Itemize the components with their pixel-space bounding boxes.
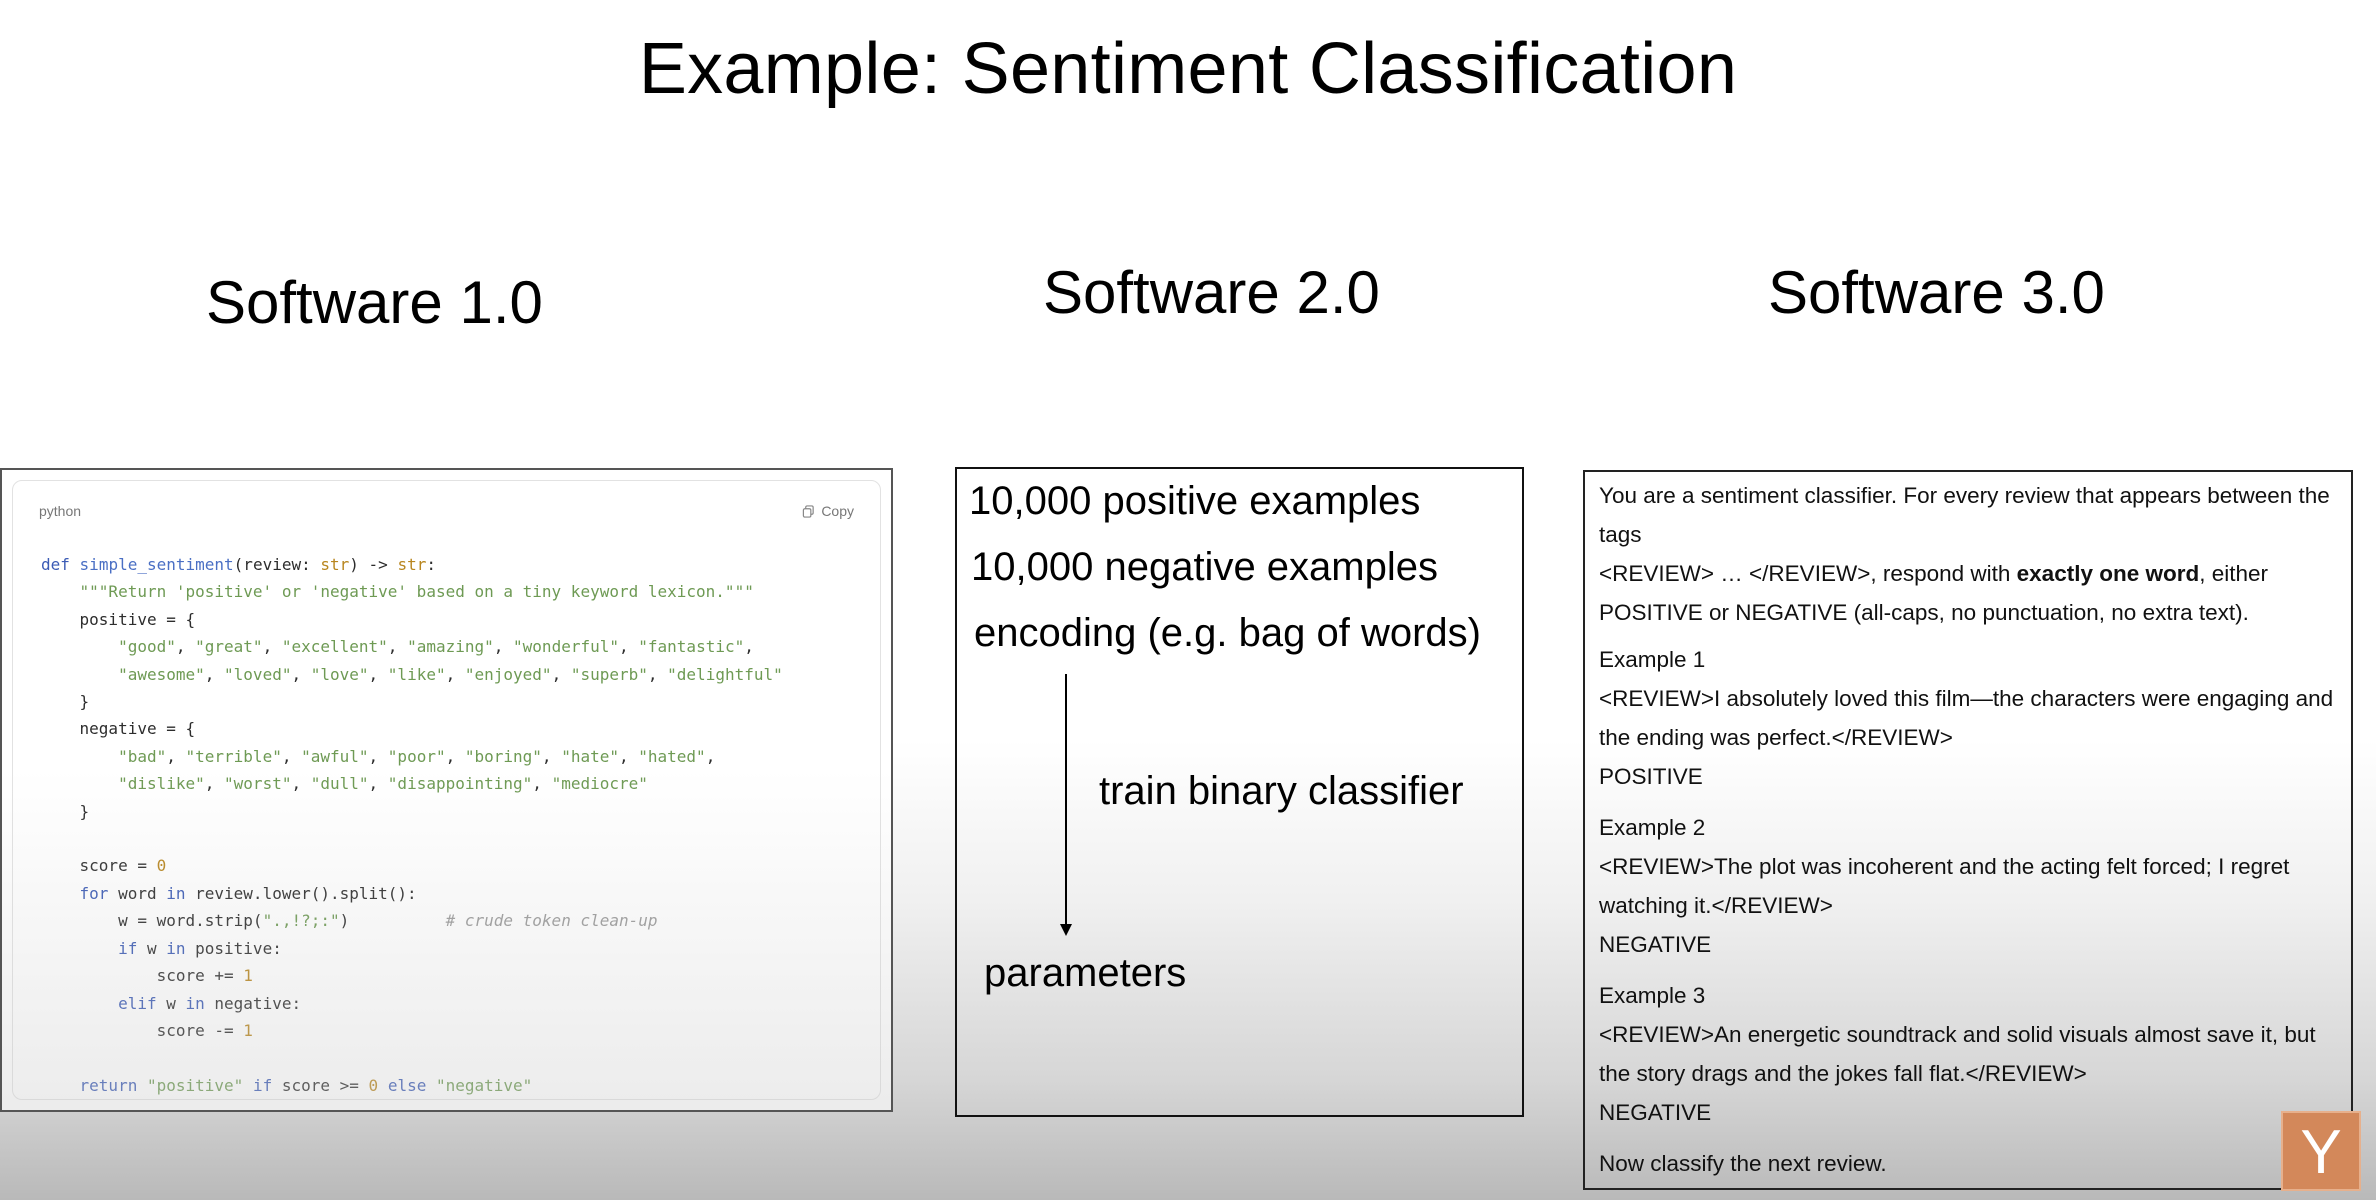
software-3-prompt-panel: You are a sentiment classifier. For ever… [1583, 470, 2353, 1190]
example-3: Example 3 <REVIEW>An energetic soundtrac… [1599, 976, 2341, 1132]
example-review: <REVIEW>The plot was incoherent and the … [1599, 854, 2290, 918]
example-1: Example 1 <REVIEW>I absolutely loved thi… [1599, 640, 2341, 796]
python-code: def simple_sentiment(review: str) -> str… [41, 555, 783, 1095]
software-3-title: Software 3.0 [1768, 259, 2105, 326]
prompt-instructions: You are a sentiment classifier. For ever… [1599, 476, 2341, 632]
example-answer: NEGATIVE [1599, 932, 1712, 957]
example-label: Example 2 [1599, 815, 1706, 840]
code-panel: python Copy def simple_sentiment(review:… [0, 468, 893, 1112]
positive-examples-text: 10,000 positive examples [969, 479, 1421, 523]
instruction-output-line: POSITIVE or NEGATIVE (all-caps, no punct… [1599, 600, 2249, 625]
y-combinator-logo: Y [2281, 1111, 2361, 1191]
parameters-text: parameters [984, 951, 1187, 995]
copy-label: Copy [821, 503, 854, 519]
slide-title: Example: Sentiment Classification [638, 29, 1738, 109]
example-2: Example 2 <REVIEW>The plot was incoheren… [1599, 808, 2341, 964]
example-label: Example 3 [1599, 983, 1706, 1008]
example-answer: POSITIVE [1599, 764, 1703, 789]
example-label: Example 1 [1599, 647, 1706, 672]
emphasis-text: exactly one word [2016, 561, 2200, 586]
software-1-title: Software 1.0 [206, 269, 543, 336]
software-2-panel: 10,000 positive examples 10,000 negative… [955, 467, 1524, 1117]
negative-examples-text: 10,000 negative examples [971, 545, 1438, 589]
instruction-line: You are a sentiment classifier. For ever… [1599, 483, 2330, 547]
example-answer: NEGATIVE [1599, 1100, 1712, 1125]
copy-icon [803, 504, 815, 518]
copy-button[interactable]: Copy [802, 503, 854, 519]
arrow-head-icon [1060, 924, 1072, 936]
code-language-label: python [39, 503, 82, 519]
closing-instruction: Now classify the next review. [1599, 1151, 1887, 1176]
example-review: <REVIEW>I absolutely loved this film—the… [1599, 686, 2334, 750]
encoding-text: encoding (e.g. bag of words) [974, 611, 1481, 655]
software-2-title: Software 2.0 [1043, 259, 1380, 326]
code-block: python Copy def simple_sentiment(review:… [12, 480, 881, 1100]
instruction-format-line: <REVIEW> … </REVIEW>, respond with exact… [1599, 561, 2269, 586]
example-review: <REVIEW>An energetic soundtrack and soli… [1599, 1022, 2316, 1086]
train-classifier-label: train binary classifier [1099, 769, 1464, 813]
training-arrow [1065, 674, 1067, 932]
